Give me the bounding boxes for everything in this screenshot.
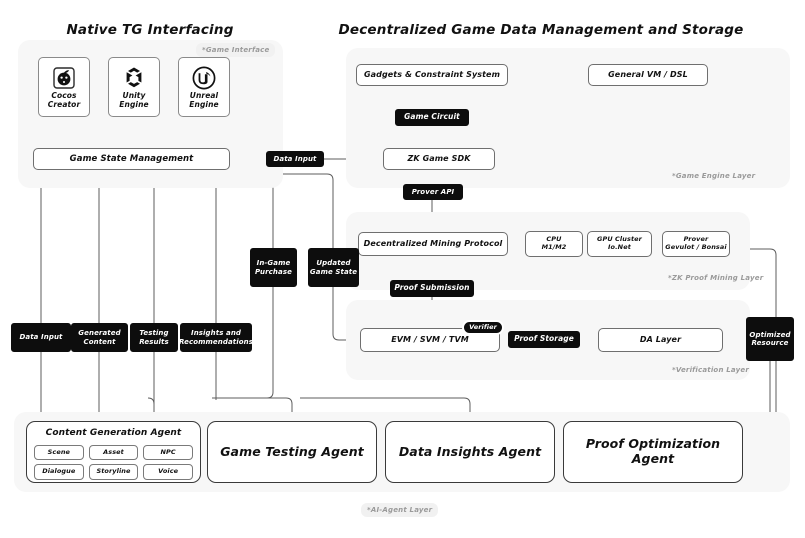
node-in-game-purchase[interactable]: In-Game Purchase bbox=[250, 248, 297, 287]
engine-label-unity: Unity Engine bbox=[119, 91, 149, 110]
node-da-layer[interactable]: DA Layer bbox=[598, 328, 723, 352]
tag-dialogue[interactable]: Dialogue bbox=[34, 464, 84, 480]
node-gadgets-constraint-system[interactable]: Gadgets & Constraint System bbox=[356, 64, 508, 86]
engine-label-cocos: Cocos Creator bbox=[47, 91, 81, 110]
node-decentralized-mining-protocol[interactable]: Decentralized Mining Protocol bbox=[358, 232, 508, 256]
panel-label-game-interface: *Game Interface bbox=[196, 43, 276, 57]
node-generated-content[interactable]: Generated Content bbox=[71, 323, 128, 352]
node-data-input-left[interactable]: Data Input bbox=[11, 323, 71, 352]
node-verifier[interactable]: Verifier bbox=[462, 320, 504, 335]
node-gpu-cluster-ionet[interactable]: GPU Cluster Io.Net bbox=[587, 231, 652, 257]
cocos-logo bbox=[49, 65, 79, 91]
section-title-left: Native TG Interfacing bbox=[66, 22, 234, 38]
section-title-right: Decentralized Game Data Management and S… bbox=[338, 22, 744, 38]
panel-label-game-engine-layer: *Game Engine Layer bbox=[672, 172, 756, 180]
node-zk-game-sdk[interactable]: ZK Game SDK bbox=[383, 148, 495, 170]
node-proof-submission[interactable]: Proof Submission bbox=[390, 280, 474, 297]
node-proof-storage[interactable]: Proof Storage bbox=[508, 331, 580, 348]
agent-data-insights[interactable]: Data Insights Agent bbox=[385, 421, 555, 483]
tag-scene[interactable]: Scene bbox=[34, 444, 84, 461]
engine-label-unreal: Unreal Engine bbox=[189, 91, 219, 110]
unity-logo bbox=[119, 65, 149, 91]
engine-card-cocos[interactable]: Cocos Creator bbox=[38, 57, 90, 117]
tag-voice[interactable]: Voice bbox=[143, 464, 193, 480]
panel-label-zk-proof-mining-layer: *ZK Proof Mining Layer bbox=[668, 274, 764, 282]
agent-proof-optimization[interactable]: Proof Optimization Agent bbox=[563, 421, 743, 483]
node-prover-api[interactable]: Prover API bbox=[403, 184, 463, 200]
panel-label-verification-layer: *Verification Layer bbox=[672, 366, 749, 374]
node-updated-game-state[interactable]: Updated Game State bbox=[308, 248, 359, 287]
agent-label-content-generation: Content Generation Agent bbox=[45, 428, 182, 438]
agent-content-generation[interactable]: Content Generation Agent Scene Asset NPC… bbox=[26, 421, 201, 483]
node-data-input-middle[interactable]: Data Input bbox=[266, 151, 324, 167]
panel-label-ai-agent-layer: *AI-Agent Layer bbox=[361, 503, 439, 517]
node-prover-gevulot-bonsai[interactable]: Prover Gevulot / Bonsai bbox=[662, 231, 730, 257]
node-testing-results[interactable]: Testing Results bbox=[130, 323, 178, 352]
content-generation-tag-grid: Scene Asset NPC Dialogue Storyline Voice bbox=[27, 439, 200, 487]
node-insights-and-recommendations[interactable]: Insights and Recommendations bbox=[179, 323, 253, 352]
tag-npc[interactable]: NPC bbox=[143, 444, 193, 461]
node-game-state-management[interactable]: Game State Management bbox=[33, 148, 230, 170]
node-general-vm-dsl[interactable]: General VM / DSL bbox=[588, 64, 708, 86]
engine-card-unreal[interactable]: Unreal Engine bbox=[178, 57, 230, 117]
node-optimized-resource[interactable]: Optimized Resource bbox=[746, 317, 794, 361]
agent-game-testing[interactable]: Game Testing Agent bbox=[207, 421, 377, 483]
engine-card-unity[interactable]: Unity Engine bbox=[108, 57, 160, 117]
node-game-circuit[interactable]: Game Circuit bbox=[395, 109, 469, 126]
tag-asset[interactable]: Asset bbox=[88, 444, 139, 461]
node-cpu-m1-m2[interactable]: CPU M1/M2 bbox=[525, 231, 583, 257]
unreal-logo bbox=[189, 65, 219, 91]
tag-storyline[interactable]: Storyline bbox=[88, 464, 139, 480]
